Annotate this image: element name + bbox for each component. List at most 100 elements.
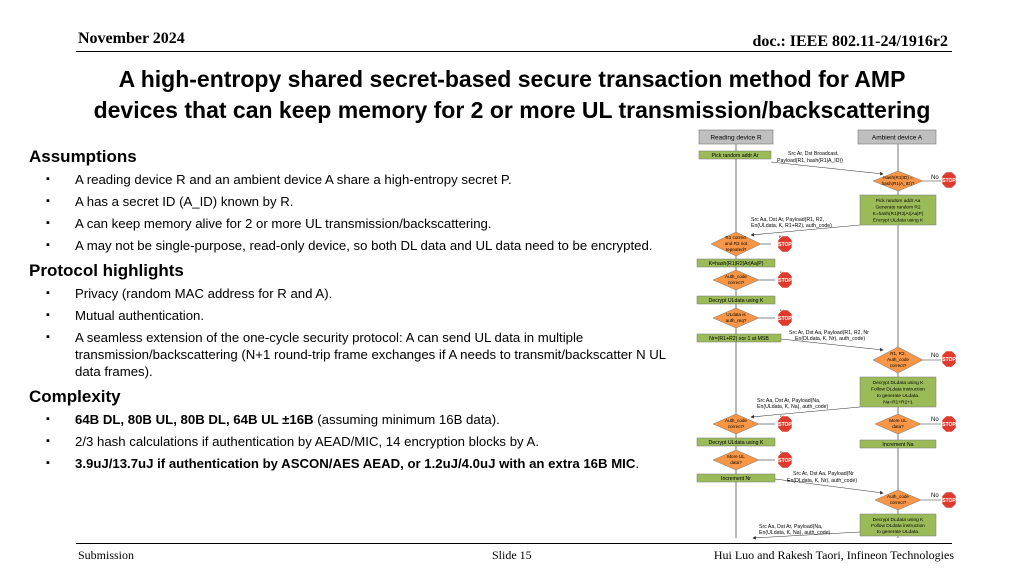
list-item: ▪A reading device R and an ambient devic… — [46, 172, 512, 187]
svg-text:K=hash(R1|R2|Ar|Aa|P): K=hash(R1|R2|Ar|Aa|P) — [709, 261, 764, 267]
svg-text:and R2 not: and R2 not — [725, 241, 748, 246]
bullet-icon: ▪ — [46, 435, 50, 447]
svg-text:Auth_code: Auth_code — [725, 418, 747, 423]
svg-text:En(ULdata, K, R1+R2), auth_cod: En(ULdata, K, R1+R2), auth_code) — [751, 223, 832, 229]
svg-text:Src Aa, Dst Ar, Payload(Na,: Src Aa, Dst Ar, Payload(Na, — [759, 524, 822, 530]
slide-body: Assumptions ▪A reading device R and an a… — [29, 145, 684, 477]
list-item: ▪A may not be single-purpose, read-only … — [46, 238, 653, 253]
svg-text:En(DLdata, K, Nr), auth_code): En(DLdata, K, Nr), auth_code) — [795, 336, 865, 342]
svg-text:En(ULdata, K, Na), auth_code): En(ULdata, K, Na), auth_code) — [759, 530, 830, 536]
uldata-diamond — [712, 307, 760, 329]
protocol-list: ▪Privacy (random MAC address for R and A… — [29, 285, 684, 380]
svg-text:hash(R1|A_ID)?: hash(R1|A_ID)? — [882, 181, 915, 186]
svg-text:ULdata is: ULdata is — [726, 312, 746, 317]
svg-text:to generate ULdata.: to generate ULdata. — [877, 393, 919, 399]
list-item: ▪Privacy (random MAC address for R and A… — [46, 286, 333, 301]
stop-icon — [941, 350, 957, 368]
svg-text:Follow DLdata instruction: Follow DLdata instruction — [871, 387, 925, 393]
msg4-arrow — [750, 406, 861, 419]
list-item: ▪A has a secret ID (A_ID) known by R. — [46, 194, 294, 209]
svg-text:auth_req?: auth_req? — [726, 318, 747, 323]
hash-check-diamond — [872, 170, 924, 192]
protocol-flowchart: Reading device R Ambient device A Pick r… — [696, 129, 957, 540]
msg1-line1: Src Ar, Dst Broadcast, — [788, 151, 839, 157]
svg-text:Src Aa, Dst Ar, Payload(Na,: Src Aa, Dst Ar, Payload(Na, — [757, 398, 820, 404]
svg-text:STOP: STOP — [778, 278, 792, 284]
svg-text:Encrypt ULdata using K: Encrypt ULdata using K — [873, 218, 924, 224]
svg-text:STOP: STOP — [778, 458, 792, 464]
svg-text:data?: data? — [892, 424, 904, 429]
pick-aa-box — [859, 194, 937, 226]
svg-text:Src Ar, Dst Aa, Payload(Nr: Src Ar, Dst Aa, Payload(Nr — [793, 471, 854, 477]
assumptions-heading: Assumptions — [29, 147, 137, 166]
svg-text:STOP: STOP — [942, 178, 956, 184]
svg-text:K=hash(R1|R2|Ar|Aa|P): K=hash(R1|R2|Ar|Aa|P) — [873, 211, 924, 217]
stop-icon — [941, 491, 957, 509]
svg-text:More UL: More UL — [889, 418, 907, 423]
svg-text:R1 correct: R1 correct — [725, 235, 747, 240]
stop-icon — [777, 271, 793, 289]
assumptions-list: ▪A reading device R and an ambient devic… — [29, 171, 684, 254]
msg1-arrow — [770, 161, 884, 176]
header-doc-id: doc.: IEEE 802.11-24/1916r2 — [752, 33, 948, 50]
svg-text:Hash(R1|ID) =: Hash(R1|ID) = — [883, 175, 913, 180]
stop-icon — [941, 415, 957, 433]
stop-icon — [941, 171, 957, 189]
bullet-icon: ▪ — [46, 239, 50, 251]
svg-text:correct?: correct? — [890, 363, 907, 368]
bullet-icon: ▪ — [46, 217, 50, 229]
more-ul-r-diamond — [712, 449, 760, 471]
svg-text:data?: data? — [730, 460, 742, 465]
list-item: ▪A can keep memory alive for 2 or more U… — [46, 216, 492, 231]
bullet-icon: ▪ — [46, 331, 50, 343]
msg3-arrow — [780, 338, 884, 352]
a-decrypt-box — [859, 376, 937, 408]
svg-text:Auth_code: Auth_code — [887, 494, 909, 499]
svg-text:Follow DLdata instruction: Follow DLdata instruction — [871, 523, 925, 529]
footer-left: Submission — [78, 548, 135, 562]
decrypt-ul2-box — [696, 437, 776, 447]
svg-text:repeated?: repeated? — [726, 247, 747, 252]
svg-text:STOP: STOP — [778, 422, 792, 428]
auth3-diamond — [874, 489, 922, 511]
svg-text:correct?: correct? — [728, 424, 745, 429]
reader-title-box — [698, 129, 774, 145]
list-item: ▪Mutual authentication. — [46, 308, 205, 323]
svg-text:STOP: STOP — [942, 498, 956, 504]
bullet-icon: ▪ — [46, 287, 50, 299]
svg-text:Pick random addr Aa: Pick random addr Aa — [876, 198, 921, 204]
header-divider — [76, 51, 952, 52]
svg-text:Decrypt DLdata using K: Decrypt DLdata using K — [873, 380, 924, 386]
svg-text:En(ULdata, K, Na), auth_code): En(ULdata, K, Na), auth_code) — [757, 404, 828, 410]
svg-text:correct?: correct? — [728, 280, 745, 285]
list-item: ▪64B DL, 80B UL, 80B DL, 64B UL ±16B (as… — [46, 412, 500, 427]
svg-text:Increment Na: Increment Na — [882, 442, 913, 448]
svg-text:STOP: STOP — [778, 242, 792, 248]
more-ul-a-diamond — [874, 413, 922, 435]
svg-text:More UL: More UL — [727, 454, 745, 459]
r1-check-diamond — [710, 231, 762, 257]
no-label: No — [931, 175, 939, 181]
list-item: ▪A seamless extension of the one-cycle s… — [46, 330, 666, 379]
stop-icon — [777, 309, 793, 327]
bullet-icon: ▪ — [46, 309, 50, 321]
svg-text:Nr=(R1+R2) xor 1 at MSB: Nr=(R1+R2) xor 1 at MSB — [709, 336, 769, 342]
svg-text:STOP: STOP — [942, 422, 956, 428]
svg-text:No: No — [931, 353, 939, 359]
pick-ar-box — [698, 150, 772, 160]
a-decrypt2-box — [859, 513, 937, 537]
svg-text:En(DLdata, K, Nr), auth_code): En(DLdata, K, Nr), auth_code) — [787, 478, 857, 484]
inc-na-box — [859, 439, 937, 449]
ambient-title-box — [857, 129, 937, 145]
footer-slide-number: Slide 15 — [492, 548, 532, 562]
svg-text:Generate random R2: Generate random R2 — [875, 205, 920, 211]
auth2-diamond — [712, 413, 760, 435]
svg-text:to generate ULdata.: to generate ULdata. — [877, 529, 919, 535]
header-date: November 2024 — [78, 30, 185, 47]
footer-divider — [76, 543, 952, 544]
svg-text:Src Aa, Dst Ar, Payload(R1, R2: Src Aa, Dst Ar, Payload(R1, R2, — [751, 217, 824, 223]
svg-text:Decrypt DLdata using K: Decrypt DLdata using K — [873, 517, 924, 523]
title-line-2: devices that can keep memory for 2 or mo… — [93, 97, 931, 123]
svg-text:No: No — [931, 417, 939, 423]
auth1-diamond — [712, 269, 760, 291]
